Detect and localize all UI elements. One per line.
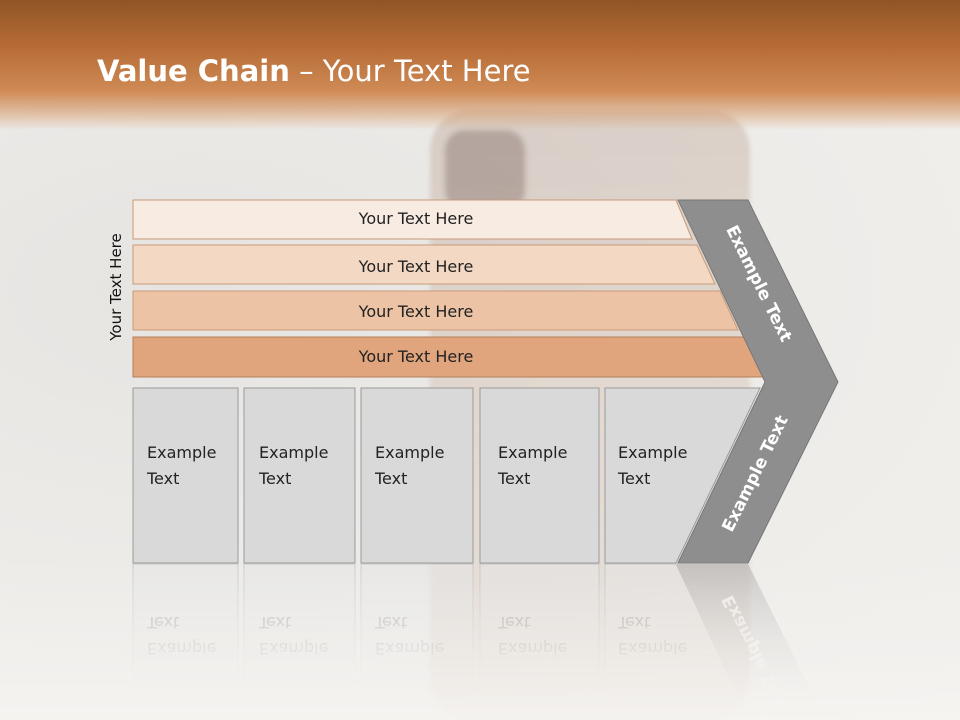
primary-box-4-line2: Text: [497, 469, 530, 488]
primary-box-2-line2: Text: [258, 469, 291, 488]
primary-box-1: [132, 387, 239, 564]
title-bar: [0, 0, 960, 130]
support-row-3: [132, 290, 739, 331]
primary-box-3-line1: Example: [375, 443, 444, 462]
support-row-2-label: Your Text Here: [358, 257, 474, 276]
primary-box-1-line1: Example: [147, 443, 216, 462]
primary-box-2: [243, 387, 356, 564]
support-row-2: [132, 244, 716, 285]
bottom-fade: [0, 560, 960, 720]
primary-box-3-line2: Text: [374, 469, 407, 488]
support-rows: Your Text Here Your Text Here Your Text …: [132, 199, 764, 378]
support-row-1: [132, 199, 693, 240]
support-row-1-label: Your Text Here: [358, 209, 474, 228]
primary-box-4-line1: Example: [498, 443, 567, 462]
primary-box-1-line2: Text: [146, 469, 179, 488]
support-row-4-label: Your Text Here: [358, 347, 474, 366]
primary-box-2-line1: Example: [259, 443, 328, 462]
primary-box-4: [479, 387, 600, 564]
title-bold: Value Chain: [97, 54, 290, 88]
primary-box-3: [360, 387, 474, 564]
primary-box-5-line1: Example: [618, 443, 687, 462]
title-rest: – Your Text Here: [289, 54, 531, 88]
slide-title: Value Chain – Your Text Here: [97, 54, 531, 88]
primary-box-5-line2: Text: [617, 469, 650, 488]
support-row-3-label: Your Text Here: [358, 302, 474, 321]
background-photo-detail: [445, 130, 525, 210]
primary-boxes: Example Text Example Text Example Text E…: [132, 387, 761, 564]
